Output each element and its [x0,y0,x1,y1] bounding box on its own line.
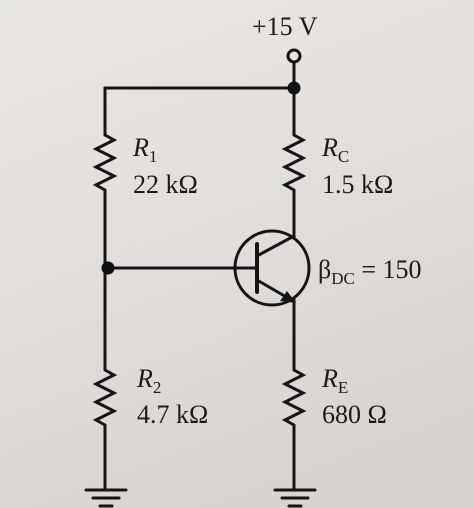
rc-resistor-symbol [281,133,307,192]
right-ground-symbol [273,488,317,508]
r2-subscript: 2 [152,378,162,397]
r2-name-label: R2 [137,364,162,397]
re-resistor-symbol [281,368,307,427]
left-ground-symbol [84,488,128,508]
r1-resistor-symbol [92,133,118,192]
rc-letter: R [322,133,338,162]
beta-subscript: DC [331,269,355,288]
npn-transistor-symbol [233,229,311,307]
supply-terminal [286,48,302,64]
supply-voltage-label: +15 V [252,12,318,41]
rc-subscript: C [337,147,350,166]
rc-name-label: RC [322,133,350,166]
r1-value-label: 22 kΩ [133,170,198,199]
beta-value: = 150 [354,255,422,284]
rc-value-label: 1.5 kΩ [322,170,394,199]
r1-letter: R [133,133,149,162]
re-value-label: 680 Ω [322,400,387,429]
re-name-label: RE [322,364,349,397]
emitter-arrow-icon [280,291,296,303]
r1-subscript: 1 [148,147,158,166]
re-subscript: E [337,378,349,397]
re-letter: R [322,364,338,393]
r1-name-label: R1 [133,133,158,166]
r2-resistor-symbol [92,368,118,427]
r2-value-label: 4.7 kΩ [137,400,209,429]
beta-dc-label: βDC = 150 [318,255,422,288]
beta-symbol: β [318,255,332,284]
r2-letter: R [137,364,153,393]
